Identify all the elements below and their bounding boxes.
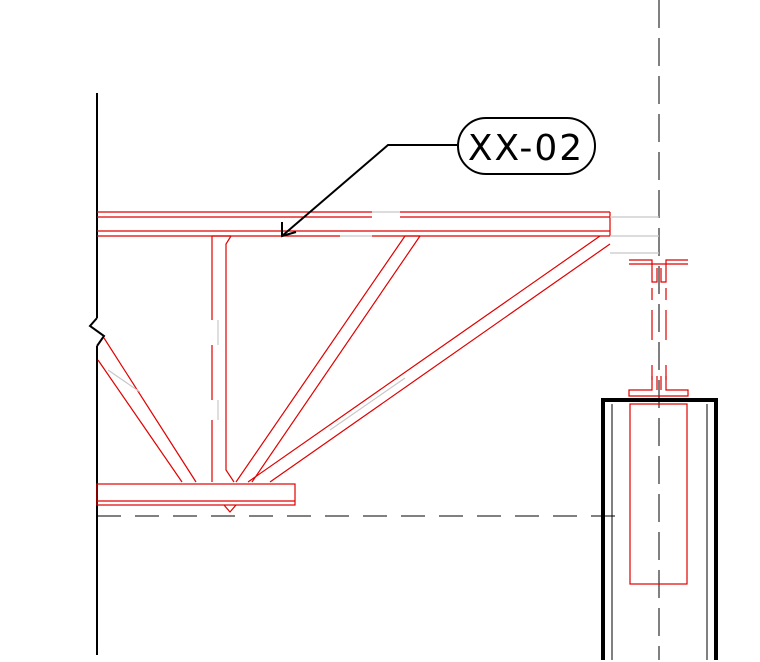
top-chord-hidden: [340, 211, 659, 254]
diagonal-web-2: [247, 235, 611, 483]
diagonal-web-1: [235, 235, 421, 483]
top-chord: [97, 211, 611, 237]
diagonal-web-left: [97, 337, 197, 483]
leader-arrow: [281, 144, 457, 238]
diagonal-web-2-hidden: [329, 377, 406, 431]
column: [601, 398, 718, 660]
callout-tag: XX-02: [457, 117, 596, 175]
left-wall-line: [88, 93, 106, 655]
diagonal-web-left-hidden: [107, 369, 141, 393]
bottom-chord: [96, 483, 296, 513]
callout-label: XX-02: [468, 128, 584, 169]
tee-section-lower: [628, 376, 689, 397]
vertical-post: [211, 235, 235, 483]
